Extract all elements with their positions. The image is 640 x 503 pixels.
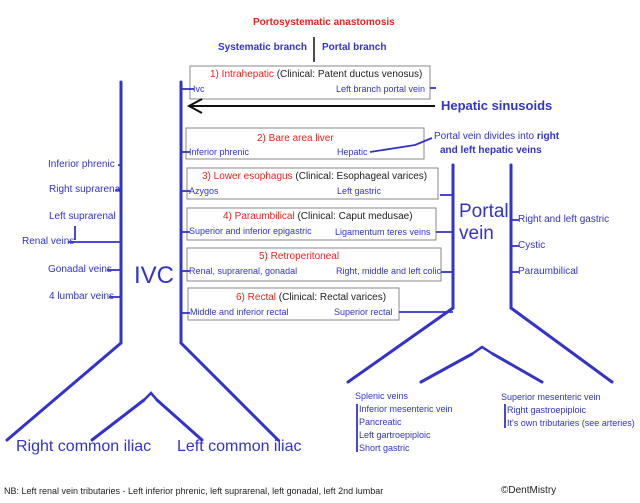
ivc-label: IVC bbox=[134, 262, 175, 289]
splenic-tributary-label: Short gastric bbox=[359, 443, 410, 453]
site-systemic-5: Renal, suprarenal, gonadal bbox=[189, 266, 298, 276]
site-portal-4: Ligamentum teres veins bbox=[335, 227, 431, 237]
portal-tributary-label: Paraumbilical bbox=[518, 266, 579, 277]
site-box-6 bbox=[187, 287, 400, 321]
site-systemic-2: Inferior phrenic bbox=[189, 147, 250, 157]
portal-branch-label: Portal branch bbox=[322, 42, 387, 53]
site-name: 6) Rectal bbox=[236, 292, 277, 303]
site-portal-1: Left branch portal vein bbox=[336, 84, 426, 94]
site-portal-3: Left gastric bbox=[337, 186, 382, 196]
site-title-4: 4) Paraumbilical (Clinical: Caput medusa… bbox=[223, 211, 413, 222]
hepatic-sinusoids-arrow bbox=[186, 98, 435, 114]
left-common-iliac-outer bbox=[179, 341, 280, 442]
site-clinical: (Clinical: Patent ductus venosus) bbox=[273, 69, 423, 80]
sup-mesenteric-tributary-label: It's own tributaries (see arteries) bbox=[507, 418, 635, 428]
site-name: 3) Lower esophagus bbox=[202, 171, 293, 182]
right-common-iliac-label: Right common iliac bbox=[16, 438, 152, 455]
splenic-tributary-label: Left gartroepiploic bbox=[359, 430, 431, 440]
portal-vein-label-line1: Portal bbox=[459, 201, 509, 222]
left-common-iliac-label: Left common iliac bbox=[177, 438, 302, 455]
hepatic-sinusoids-label: Hepatic sinusoids bbox=[441, 98, 553, 113]
sup-mesenteric-tributary-label: Right gastroepiploic bbox=[507, 405, 587, 415]
footnote: NB: Left renal vein tributaries - Left i… bbox=[4, 486, 384, 496]
site-systemic-4: Superior and inferior epigastric bbox=[189, 226, 312, 236]
superior-mesenteric-outer bbox=[509, 306, 614, 384]
site-box-5 bbox=[186, 247, 442, 282]
site-clinical: (Clinical: Esophageal varices) bbox=[292, 171, 428, 182]
splenic-veins-title: Splenic veins bbox=[355, 391, 409, 401]
ivc-tributary-label: Renal veins bbox=[22, 236, 75, 247]
site-box-2 bbox=[185, 127, 425, 160]
site-title-5: 5) Retroperitoneal bbox=[259, 251, 339, 262]
site-clinical: (Clinical: Rectal varices) bbox=[276, 292, 387, 303]
superior-mesenteric-inner bbox=[491, 352, 544, 384]
site-title-2: 2) Bare area liver bbox=[257, 133, 334, 144]
ivc-tributary-label: Inferior phrenic bbox=[48, 159, 115, 170]
portal-vein-label-line2: vein bbox=[459, 223, 494, 244]
splenic-tributary-label: Inferior mesenteric vein bbox=[359, 404, 453, 414]
site-box-3 bbox=[186, 167, 439, 200]
right-common-iliac-inner bbox=[90, 398, 146, 442]
systematic-branch-label: Systematic branch bbox=[218, 42, 307, 53]
site-clinical: (Clinical: Caput medusae) bbox=[294, 211, 413, 222]
portal-tributary-label: Cystic bbox=[518, 240, 546, 251]
site-systemic-6: Middle and inferior rectal bbox=[190, 307, 289, 317]
splenic-vein-outer bbox=[346, 306, 455, 384]
site-portal-6: Superior rectal bbox=[334, 307, 393, 317]
diagram-title: Portosystematic anastomosis bbox=[253, 17, 395, 28]
site-portal-2: Hepatic bbox=[337, 147, 368, 157]
portal-divides-line2: and left hepatic veins bbox=[440, 145, 542, 156]
sup-mesenteric-title: Superior mesenteric vein bbox=[501, 392, 601, 402]
portal-tributary-label: Right and left gastric bbox=[518, 214, 610, 225]
site-title-3: 3) Lower esophagus (Clinical: Esophageal… bbox=[202, 171, 427, 182]
ivc-tributary-label: Gonadal veins bbox=[48, 264, 112, 275]
site-systemic-1: Ivc bbox=[193, 84, 205, 94]
portal-divides-bold: right bbox=[536, 131, 560, 142]
site-name: 5) Retroperitoneal bbox=[259, 251, 340, 262]
portal-divides-connector bbox=[369, 137, 433, 153]
site-portal-5: Right, middle and left colic bbox=[336, 266, 442, 276]
copyright: ©DentMistry bbox=[501, 485, 557, 496]
site-title-1: 1) Intrahepatic (Clinical: Patent ductus… bbox=[210, 69, 422, 80]
site-title-6: 6) Rectal (Clinical: Rectal varices) bbox=[236, 292, 386, 303]
right-common-iliac-outer bbox=[5, 341, 123, 442]
portal-divides-line1: Portal vein divides into right bbox=[434, 131, 559, 142]
site-name: 1) Intrahepatic bbox=[210, 69, 274, 80]
site-name: 4) Paraumbilical bbox=[223, 211, 295, 222]
ivc-tributary-label: Right suprarenal bbox=[49, 184, 123, 195]
site-box-4 bbox=[186, 207, 437, 241]
ivc-tributary-label: Left suprarenal bbox=[49, 211, 116, 222]
site-systemic-3: Azygos bbox=[189, 186, 219, 196]
site-box-1 bbox=[189, 65, 431, 100]
portal-bifurcation bbox=[470, 345, 495, 356]
left-common-iliac-inner bbox=[155, 398, 204, 442]
portal-divides-prefix: Portal vein divides into bbox=[434, 131, 537, 142]
site-name: 2) Bare area liver bbox=[257, 133, 334, 144]
splenic-vein-inner bbox=[419, 352, 474, 384]
iliac-bifurcation bbox=[142, 391, 159, 402]
ivc-tributary-label: 4 lumbar veins bbox=[49, 291, 115, 302]
splenic-tributary-label: Pancreatic bbox=[359, 417, 402, 427]
